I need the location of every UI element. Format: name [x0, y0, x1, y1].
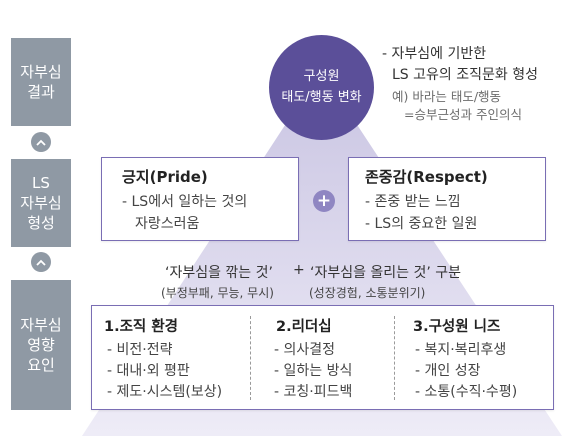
factor-item: - 소통(수직·수평)	[415, 384, 518, 400]
chevron-up-icon	[31, 132, 51, 152]
middle-plus-text: +	[293, 262, 305, 278]
note-line1: - 자부심에 기반한	[382, 46, 487, 62]
middle-left-sub: (부정부패, 무능, 무시)	[161, 286, 274, 300]
factor-title-leadership: 2.리더십	[276, 319, 332, 335]
side-label-result-line1: 자부심	[20, 62, 62, 81]
factor-item: - 비전·전략	[107, 342, 173, 358]
pride-box	[101, 157, 299, 241]
pride-line1: - LS에서 일하는 것의	[122, 194, 248, 210]
pride-title: 긍지(Pride)	[122, 168, 208, 186]
factor-item: - 일하는 방식	[274, 363, 353, 379]
note-example1: 예) 바라는 태도/행동	[392, 89, 502, 104]
chevron-up-icon	[31, 252, 51, 272]
factors-box	[91, 305, 554, 410]
factors-divider-1	[250, 316, 251, 400]
side-label-factors-line1: 자부심	[20, 315, 62, 334]
middle-right-sub: (성장경험, 소통분위기)	[309, 286, 426, 300]
side-label-factors-line3: 요인	[27, 356, 55, 375]
plus-icon: +	[313, 190, 335, 212]
note-line2: LS 고유의 조직문화 형성	[392, 67, 538, 83]
note-example2: =승부근성과 주인의식	[404, 107, 522, 122]
pride-line2: 자랑스러움	[135, 216, 200, 232]
respect-title: 존중감(Respect)	[365, 168, 488, 186]
circle-line1: 구성원	[303, 69, 340, 85]
factor-item: - 의사결정	[274, 342, 336, 358]
side-label-formation: LS 자부심 형성	[11, 159, 71, 247]
respect-box	[348, 157, 546, 241]
side-label-factors-line2: 영향	[27, 335, 55, 354]
side-label-formation-line2: 자부심	[20, 193, 62, 212]
factor-item: - 대내·외 평판	[107, 363, 190, 379]
respect-line2: - LS의 중요한 일원	[365, 216, 478, 232]
factor-item: - 개인 성장	[415, 363, 481, 379]
side-label-result-line2: 결과	[27, 83, 55, 101]
circle-line2: 태도/행동 변화	[281, 89, 362, 105]
factors-divider-2	[394, 316, 395, 400]
side-label-result: 자부심 결과	[11, 38, 71, 126]
side-label-factors: 자부심 영향 요인	[11, 280, 71, 410]
middle-left-text: ‘자부심을 깎는 것’	[165, 265, 273, 281]
factor-item: - 복지·복리후생	[415, 342, 507, 358]
factor-title-environment: 1.조직 환경	[104, 319, 179, 335]
middle-right-text: ‘자부심을 올리는 것’ 구분	[310, 265, 462, 281]
factor-item: - 코칭·피드백	[274, 384, 353, 400]
respect-line1: - 존중 받는 느낌	[365, 194, 461, 210]
behavior-change-circle: 구성원 태도/행동 변화	[269, 35, 374, 140]
factor-item: - 제도·시스템(보상)	[107, 384, 223, 400]
factor-title-needs: 3.구성원 니즈	[413, 319, 501, 335]
side-label-formation-line1: LS	[32, 173, 50, 192]
side-label-formation-line3: 형성	[27, 214, 55, 233]
